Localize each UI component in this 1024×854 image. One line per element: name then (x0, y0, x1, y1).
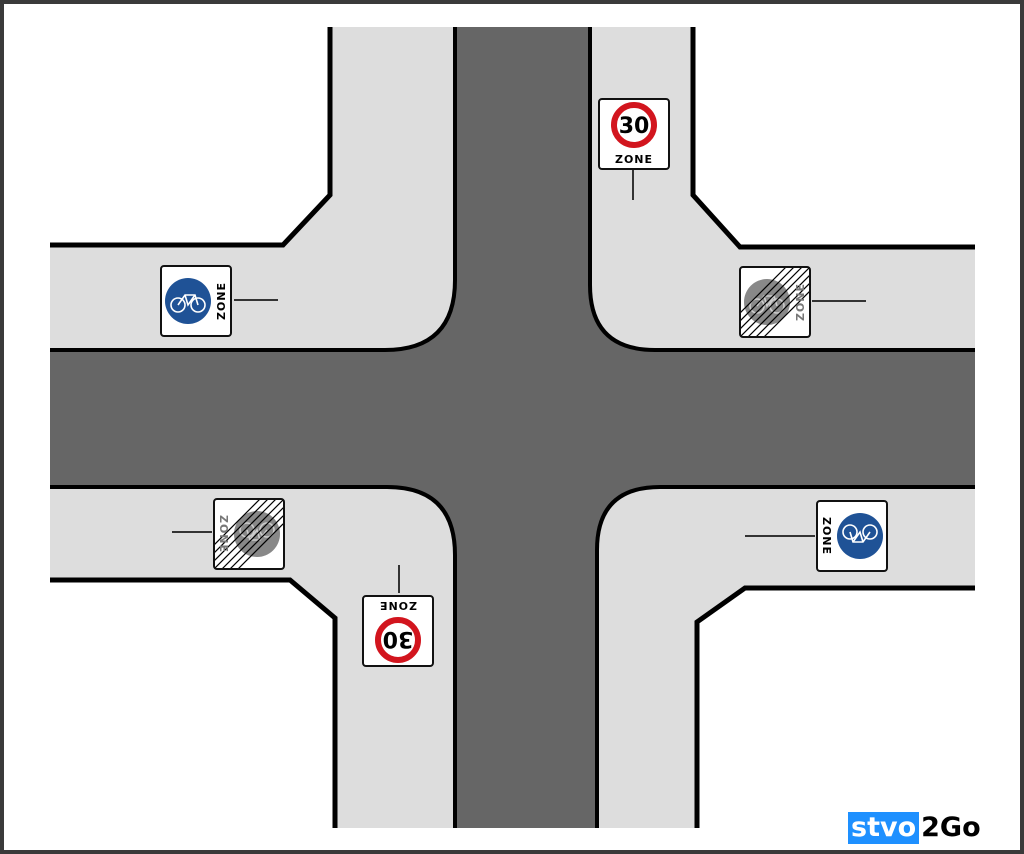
edge-top-right (588, 27, 975, 352)
curb-bottom-left-outer (50, 577, 338, 828)
end-stripe (751, 278, 809, 336)
frame (177, 294, 199, 306)
zone-label: ZONE (217, 515, 230, 553)
frame (763, 295, 775, 308)
curbs (50, 27, 975, 828)
end-stripe (215, 500, 281, 566)
speed-zone-sign: 30 ZONE (362, 595, 434, 667)
wheel (862, 524, 878, 540)
end-stripe (741, 268, 799, 326)
wheel (170, 297, 186, 313)
logo-part-1: stvo (848, 812, 920, 844)
end-stripe (225, 510, 283, 568)
end-stripe (741, 268, 807, 334)
bike-zone-end-sign: ZONE (739, 266, 811, 338)
end-stripe (215, 500, 277, 562)
wheel (239, 522, 255, 538)
end-stripe (747, 274, 809, 336)
sidewalk-top-left (50, 27, 455, 350)
speed-limit-number: 30 (383, 626, 414, 651)
curb-top-left-outer (50, 27, 333, 248)
bicycle-icon (170, 294, 206, 313)
zone-label: ZONE (379, 599, 417, 612)
bike-zone-end-sign: ZONE (213, 498, 285, 570)
speed-limit-number: 30 (619, 114, 650, 139)
zone-label: ZONE (215, 282, 228, 320)
zone-label: ZONE (794, 283, 807, 321)
end-stripe (743, 270, 809, 336)
sidewalk-top-right (590, 27, 975, 350)
bicycle-icon (842, 524, 878, 543)
curb-bottom-right-outer (694, 585, 975, 828)
speed-limit-ring (611, 102, 657, 148)
wheel (769, 298, 785, 314)
frame (249, 528, 261, 541)
end-stripe (217, 502, 283, 568)
bike-zone-sign: ZONE (816, 500, 888, 572)
frame (852, 530, 864, 543)
speed-limit-ring (375, 617, 421, 663)
sign-posts (172, 170, 866, 593)
end-stripe (741, 268, 809, 336)
road-edges (50, 27, 975, 828)
frame (849, 531, 871, 543)
zone-label: ZONE (820, 517, 833, 555)
edge-bottom-right (595, 485, 975, 828)
wheel (190, 297, 206, 313)
wheel (259, 522, 275, 538)
edge-bottom-left (50, 485, 457, 828)
wheel (842, 524, 858, 540)
end-stripe (221, 506, 283, 568)
end-stripe (215, 500, 273, 558)
frame (184, 294, 196, 307)
end-stripe (741, 268, 803, 330)
end-stripe (215, 500, 283, 568)
road (50, 27, 975, 828)
road-surface (50, 27, 975, 828)
edge-top-left (50, 27, 457, 352)
zone-label: ZONE (615, 153, 653, 166)
curb-top-right-outer (690, 27, 975, 250)
bike-zone-sign: ZONE (160, 265, 232, 337)
wheel (749, 298, 765, 314)
sidewalk-bottom-left (50, 487, 455, 828)
sidewalk-bottom-right (590, 487, 975, 828)
sidewalks (50, 27, 975, 828)
logo-part-2: 2Go (921, 812, 981, 843)
